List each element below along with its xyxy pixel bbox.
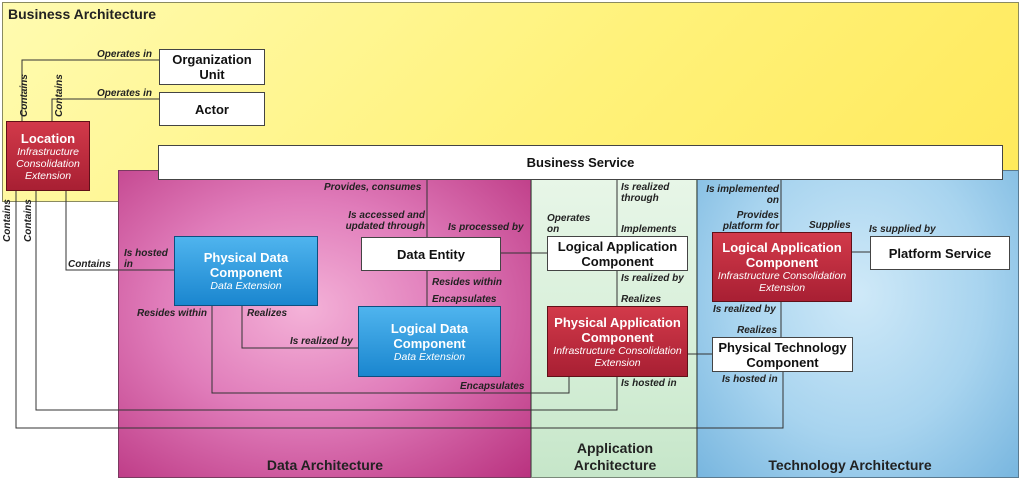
location-physical-data-connector (65, 190, 174, 271)
is-processed-by-label: Is processed by (448, 222, 524, 233)
operates-in-label: Operates in (97, 49, 153, 60)
technology-architecture-title: Technology Architecture (768, 457, 932, 473)
contains-label: Contains (54, 74, 65, 117)
is-hosted-in-label: Is hosted in (722, 374, 778, 385)
encapsulates-label: Encapsulates (460, 381, 525, 392)
business-service-title: Business Service (526, 155, 635, 170)
contains-label: Contains (23, 199, 34, 242)
physical-application-component-subtitle: Infrastructure Consolidation Extension (553, 344, 682, 369)
resides-within-label: Resides within (137, 308, 208, 319)
logical-application-component-title: Logical Application Component (557, 238, 678, 269)
physical-data-component-box: Physical Data Component Data Extension (174, 236, 318, 306)
is-accessed-label: Is accessed and updated through (345, 210, 425, 232)
location-org-connector (21, 59, 159, 121)
physical-data-physical-app-connector (211, 306, 570, 394)
location-box: Location Infrastructure Consolidation Ex… (6, 121, 90, 191)
logical-data-component-title: Logical Data Component (390, 320, 469, 351)
is-realized-by-label: Is realized by (713, 304, 776, 315)
data-entity-title: Data Entity (397, 246, 465, 262)
resides-within-label: Resides within (432, 277, 503, 288)
organization-unit-title: Organization Unit (172, 52, 252, 82)
location-physical-app-connector (35, 190, 618, 411)
logical-technology-component-title: Logical Application Component (722, 240, 842, 270)
business-architecture-title: Business Architecture (8, 6, 157, 22)
physical-data-component-subtitle: Data Extension (210, 280, 282, 292)
logical-data-component-subtitle: Data Extension (393, 350, 466, 363)
platform-service-title: Platform Service (888, 245, 992, 261)
physical-application-component-box: Physical Application Component Infrastru… (547, 306, 688, 377)
location-subtitle: Infrastructure Consolidation Extension (16, 145, 80, 182)
location-actor-connector (51, 98, 159, 121)
provides-platform-for-label: Provides platform for (722, 210, 779, 232)
physical-application-component-title: Physical Application Component (554, 314, 681, 345)
physical-data-component-title: Physical Data Component (203, 250, 289, 280)
operates-in-label: Operates in (97, 88, 153, 99)
is-hosted-in-label: Is hosted in (124, 248, 168, 270)
is-realized-by-label: Is realized by (621, 273, 684, 284)
is-hosted-in-label: Is hosted in (621, 378, 677, 389)
physical-technology-component-title: Physical Technology Component (718, 339, 847, 370)
supplies-label: Supplies (809, 220, 851, 231)
is-realized-by-label: Is realized by (290, 336, 353, 347)
data-architecture-title: Data Architecture (266, 457, 384, 473)
technology-architecture-region (697, 170, 1019, 478)
actor-title: Actor (195, 101, 229, 117)
contains-label: Contains (2, 199, 13, 242)
realizes-label: Realizes (247, 308, 288, 319)
location-title: Location (20, 130, 76, 146)
application-architecture-title: Application Architecture (573, 440, 657, 473)
contains-label: Contains (68, 259, 111, 270)
provides-consumes-label: Provides, consumes (324, 182, 422, 193)
is-supplied-by-label: Is supplied by (869, 224, 936, 235)
logical-data-component-box: Logical Data Component Data Extension (358, 306, 501, 377)
platform-service-box: Platform Service (870, 236, 1010, 270)
logical-technology-component-box: Logical Application Component Infrastruc… (712, 232, 852, 302)
business-service-box: Business Service (158, 145, 1003, 180)
is-realized-through-label: Is realized through (621, 182, 670, 204)
realizes-label: Realizes (737, 325, 778, 336)
implements-label: Implements (621, 224, 677, 235)
encapsulates-label: Encapsulates (432, 294, 497, 305)
data-entity-box: Data Entity (361, 237, 501, 271)
logical-technology-component-subtitle: Infrastructure Consolidation Extension (717, 270, 847, 294)
physical-technology-component-box: Physical Technology Component (712, 337, 853, 372)
physical-data-logical-data-connector (241, 306, 358, 349)
operates-on-label: Operates on (547, 213, 591, 235)
actor-box: Actor (159, 92, 265, 126)
organization-unit-box: Organization Unit (159, 49, 265, 85)
logical-application-component-box: Logical Application Component (547, 236, 688, 271)
realizes-label: Realizes (621, 294, 662, 305)
contains-label: Contains (19, 74, 30, 117)
is-implemented-on-label: Is implemented on (706, 184, 779, 206)
location-physical-tech-connector (15, 190, 784, 429)
